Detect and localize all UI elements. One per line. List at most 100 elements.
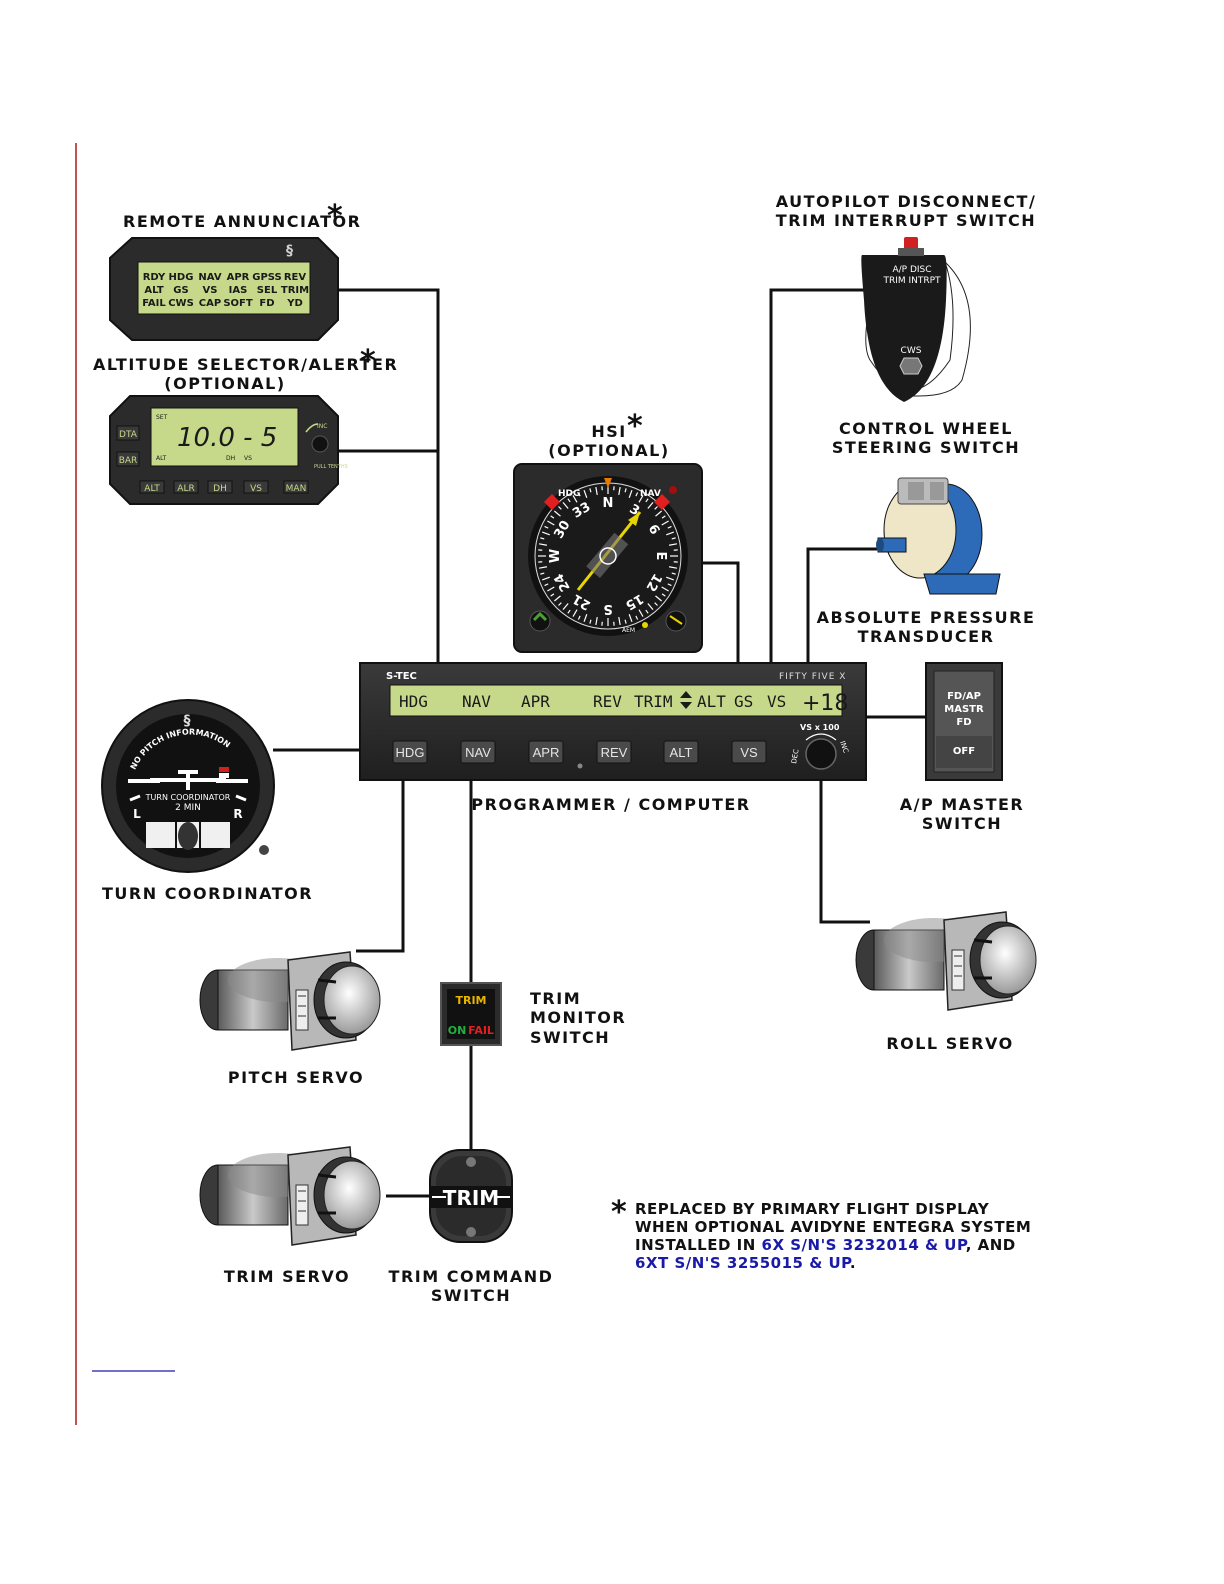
- vs-knob[interactable]: [805, 738, 837, 770]
- annunciator-fail: FAIL: [142, 298, 166, 309]
- inc-arrow-icon: [305, 423, 319, 433]
- cws-text: CWS: [901, 346, 922, 356]
- alt-display-value: 10.0 - 5: [177, 423, 277, 453]
- annunciator-gs: GS: [173, 285, 188, 296]
- photocell-icon: [577, 763, 583, 769]
- hsi-optional: (OPTIONAL): [548, 441, 669, 460]
- screw-icon: [466, 1157, 476, 1167]
- trim-monitor-fail: FAIL: [468, 1024, 494, 1037]
- footnote-line1: REPLACED BY PRIMARY FLIGHT DISPLAY: [635, 1200, 990, 1218]
- annunciator-cap: CAP: [199, 298, 221, 309]
- ap-master-switch: FD/AP MASTR FD OFF A/P MASTER SWITCH: [900, 662, 1025, 833]
- model-name: FIFTY FIVE X: [779, 672, 846, 682]
- ap-disconnect-label: AUTOPILOT DISCONNECT/: [776, 192, 1037, 211]
- tc-title: TURN COORDINATOR: [145, 793, 231, 802]
- alt-man-button[interactable]: MAN: [286, 484, 307, 494]
- hsi-hdg-text: HDG: [558, 489, 580, 499]
- alt-pull-tenths: PULL TENTHS: [314, 464, 348, 470]
- wire-annunciator: [338, 288, 440, 663]
- altitude-selector-optional: (OPTIONAL): [164, 374, 285, 393]
- lubber-line-icon: [604, 478, 612, 488]
- compass-label: N: [603, 496, 614, 511]
- mode-alt: ALT: [697, 692, 726, 711]
- heading-knob-icon[interactable]: [532, 611, 548, 622]
- trim-command-label: TRIM COMMAND: [389, 1267, 554, 1286]
- airplane-symbol-icon: [150, 770, 226, 790]
- nav-flag-icon: [654, 494, 670, 510]
- course-knob-icon[interactable]: [669, 615, 683, 625]
- mode-apr: APR: [521, 692, 550, 711]
- mode-nav: NAV: [462, 692, 491, 711]
- stec-logo-icon: §: [184, 713, 191, 729]
- annunciator-gpss: GPSS: [252, 272, 282, 283]
- annunciator-sel: SEL: [257, 285, 278, 296]
- ap-master-line1: FD/AP: [947, 691, 981, 702]
- annunciator-fd: FD: [259, 298, 274, 309]
- button-rev[interactable]: [596, 740, 632, 764]
- button-apr-label: APR: [533, 745, 560, 760]
- trim-down-icon: [680, 702, 692, 709]
- ap-master-off[interactable]: OFF: [953, 746, 975, 757]
- button-alt[interactable]: [663, 740, 699, 764]
- knob-inc-label: INC: [838, 740, 850, 754]
- alt-dta-button[interactable]: DTA: [119, 430, 138, 440]
- serial-link-6xt[interactable]: 6XT S/N'S 3255015 & UP: [635, 1254, 852, 1272]
- ap-disc-text: A/P DISC: [892, 265, 931, 275]
- tc-right: R: [233, 807, 242, 821]
- aircraft-symbol-icon: [599, 547, 617, 565]
- annunciator-soft: SOFT: [223, 298, 253, 309]
- compass-label: E: [653, 552, 668, 561]
- asterisk-icon: *: [327, 199, 343, 234]
- trim-servo-label: TRIM SERVO: [224, 1267, 350, 1286]
- footnote: * REPLACED BY PRIMARY FLIGHT DISPLAY WHE…: [611, 1195, 1031, 1272]
- cws-label-2: STEERING SWITCH: [832, 438, 1020, 457]
- cws-label: CONTROL WHEEL: [839, 419, 1013, 438]
- alt-dh-button[interactable]: DH: [213, 484, 227, 494]
- alt-vs-button[interactable]: VS: [250, 484, 262, 494]
- button-vs[interactable]: [731, 740, 767, 764]
- button-alt-label: ALT: [670, 745, 693, 760]
- alt-bar-button[interactable]: BAR: [119, 456, 138, 466]
- footnote-line4: 6XT S/N'S 3255015 & UP.: [635, 1254, 856, 1272]
- mode-trim: TRIM: [634, 692, 673, 711]
- trim-monitor-on[interactable]: ON: [448, 1024, 467, 1037]
- mode-vs: VS: [767, 692, 786, 711]
- asterisk-icon: *: [360, 344, 376, 379]
- trim-command-text[interactable]: TRIM: [443, 1186, 499, 1210]
- vs-scale-label: VS x 100: [800, 723, 840, 732]
- button-nav[interactable]: [460, 740, 496, 764]
- annunciator-hdg: HDG: [169, 272, 194, 283]
- disconnect-button-icon[interactable]: [904, 237, 918, 251]
- wire-transducer: [806, 547, 878, 663]
- trim-up-icon: [680, 691, 692, 698]
- annunciator-rev: REV: [284, 272, 307, 283]
- annunciator-vs: VS: [203, 285, 218, 296]
- alt-knob[interactable]: [311, 435, 329, 453]
- alt-alr-button[interactable]: ALR: [177, 484, 194, 494]
- button-hdg-label: HDG: [396, 745, 425, 760]
- trim-monitor-top: TRIM: [455, 994, 486, 1007]
- annunciator-nav: NAV: [198, 272, 221, 283]
- altitude-selector-label: ALTITUDE SELECTOR/ALERTER: [93, 355, 398, 374]
- button-apr[interactable]: [528, 740, 564, 764]
- alt-selector-buttons: ALT ALR DH VS MAN: [139, 480, 309, 494]
- tc-knob[interactable]: [259, 845, 269, 855]
- alt-small-dh: DH: [226, 455, 235, 462]
- hsi-aem-text: AEM: [622, 627, 635, 634]
- ap-master-label: A/P MASTER: [900, 795, 1025, 814]
- alt-inc-label: INC: [317, 423, 327, 430]
- footnote-line3: INSTALLED IN 6X S/N'S 3232014 & UP, AND: [635, 1236, 1016, 1254]
- pitch-servo-label: PITCH SERVO: [228, 1068, 364, 1087]
- serial-link-6x[interactable]: 6X S/N'S 3232014 & UP: [762, 1236, 968, 1254]
- stec-brand: S-TEC: [386, 671, 417, 682]
- alt-alt-button[interactable]: ALT: [144, 484, 160, 494]
- tc-left: L: [133, 807, 141, 821]
- cws-button-icon[interactable]: [899, 357, 923, 375]
- trim-monitor-label: TRIM: [530, 989, 581, 1008]
- button-hdg[interactable]: [392, 740, 428, 764]
- annunciator-apr: APR: [227, 272, 250, 283]
